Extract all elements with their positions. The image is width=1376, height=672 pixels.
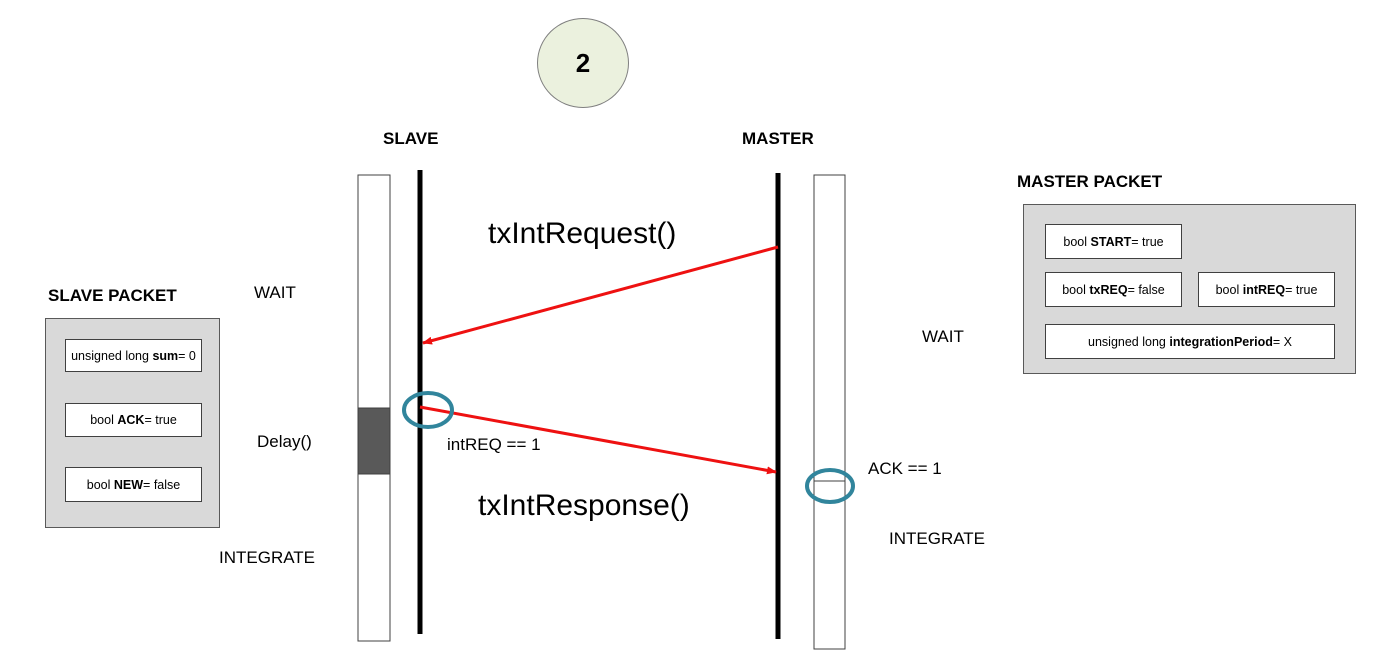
master-state-bar (813, 174, 846, 650)
slave-field-sum: unsigned long sum = 0 (65, 339, 202, 372)
master-state-wait: WAIT (922, 327, 964, 346)
master-field-txreq: bool txREQ = false (1045, 272, 1182, 307)
slave-actor-label: SLAVE (383, 129, 439, 148)
slave-state-integrate: INTEGRATE (219, 548, 316, 567)
slave-state-delay: Delay() (257, 432, 312, 451)
slave-state-wait: WAIT (254, 283, 296, 302)
ack-highlight-ring (805, 468, 855, 504)
step-number: 2 (575, 47, 591, 78)
int-req-highlight-ring (402, 391, 454, 429)
master-actor-label: MASTER (742, 129, 814, 148)
master-field-start: bool START= true (1045, 224, 1182, 259)
step-number-circle: 2 (537, 18, 629, 108)
int-req-condition-label: intREQ == 1 (447, 435, 541, 454)
master-field-integration-period: unsigned long integrationPeriod = X (1045, 324, 1335, 359)
slave-delay-block (357, 407, 391, 475)
response-arrow (419, 405, 777, 475)
request-arrow (422, 245, 779, 345)
ack-condition-label: ACK == 1 (868, 459, 942, 478)
response-message-label: txIntResponse() (478, 489, 690, 522)
master-packet-title: MASTER PACKET (1017, 172, 1163, 191)
slave-packet-box: unsigned long sum = 0 bool ACK = true bo… (45, 318, 220, 528)
master-packet-box: bool START= true bool txREQ = false bool… (1023, 204, 1356, 374)
slave-field-ack: bool ACK = true (65, 403, 202, 437)
request-message-label: txIntRequest() (488, 217, 677, 250)
slave-field-new: bool NEW = false (65, 467, 202, 502)
master-state-integrate: INTEGRATE (889, 529, 986, 548)
master-field-intreq: bool intREQ = true (1198, 272, 1335, 307)
slave-packet-title: SLAVE PACKET (48, 286, 177, 305)
